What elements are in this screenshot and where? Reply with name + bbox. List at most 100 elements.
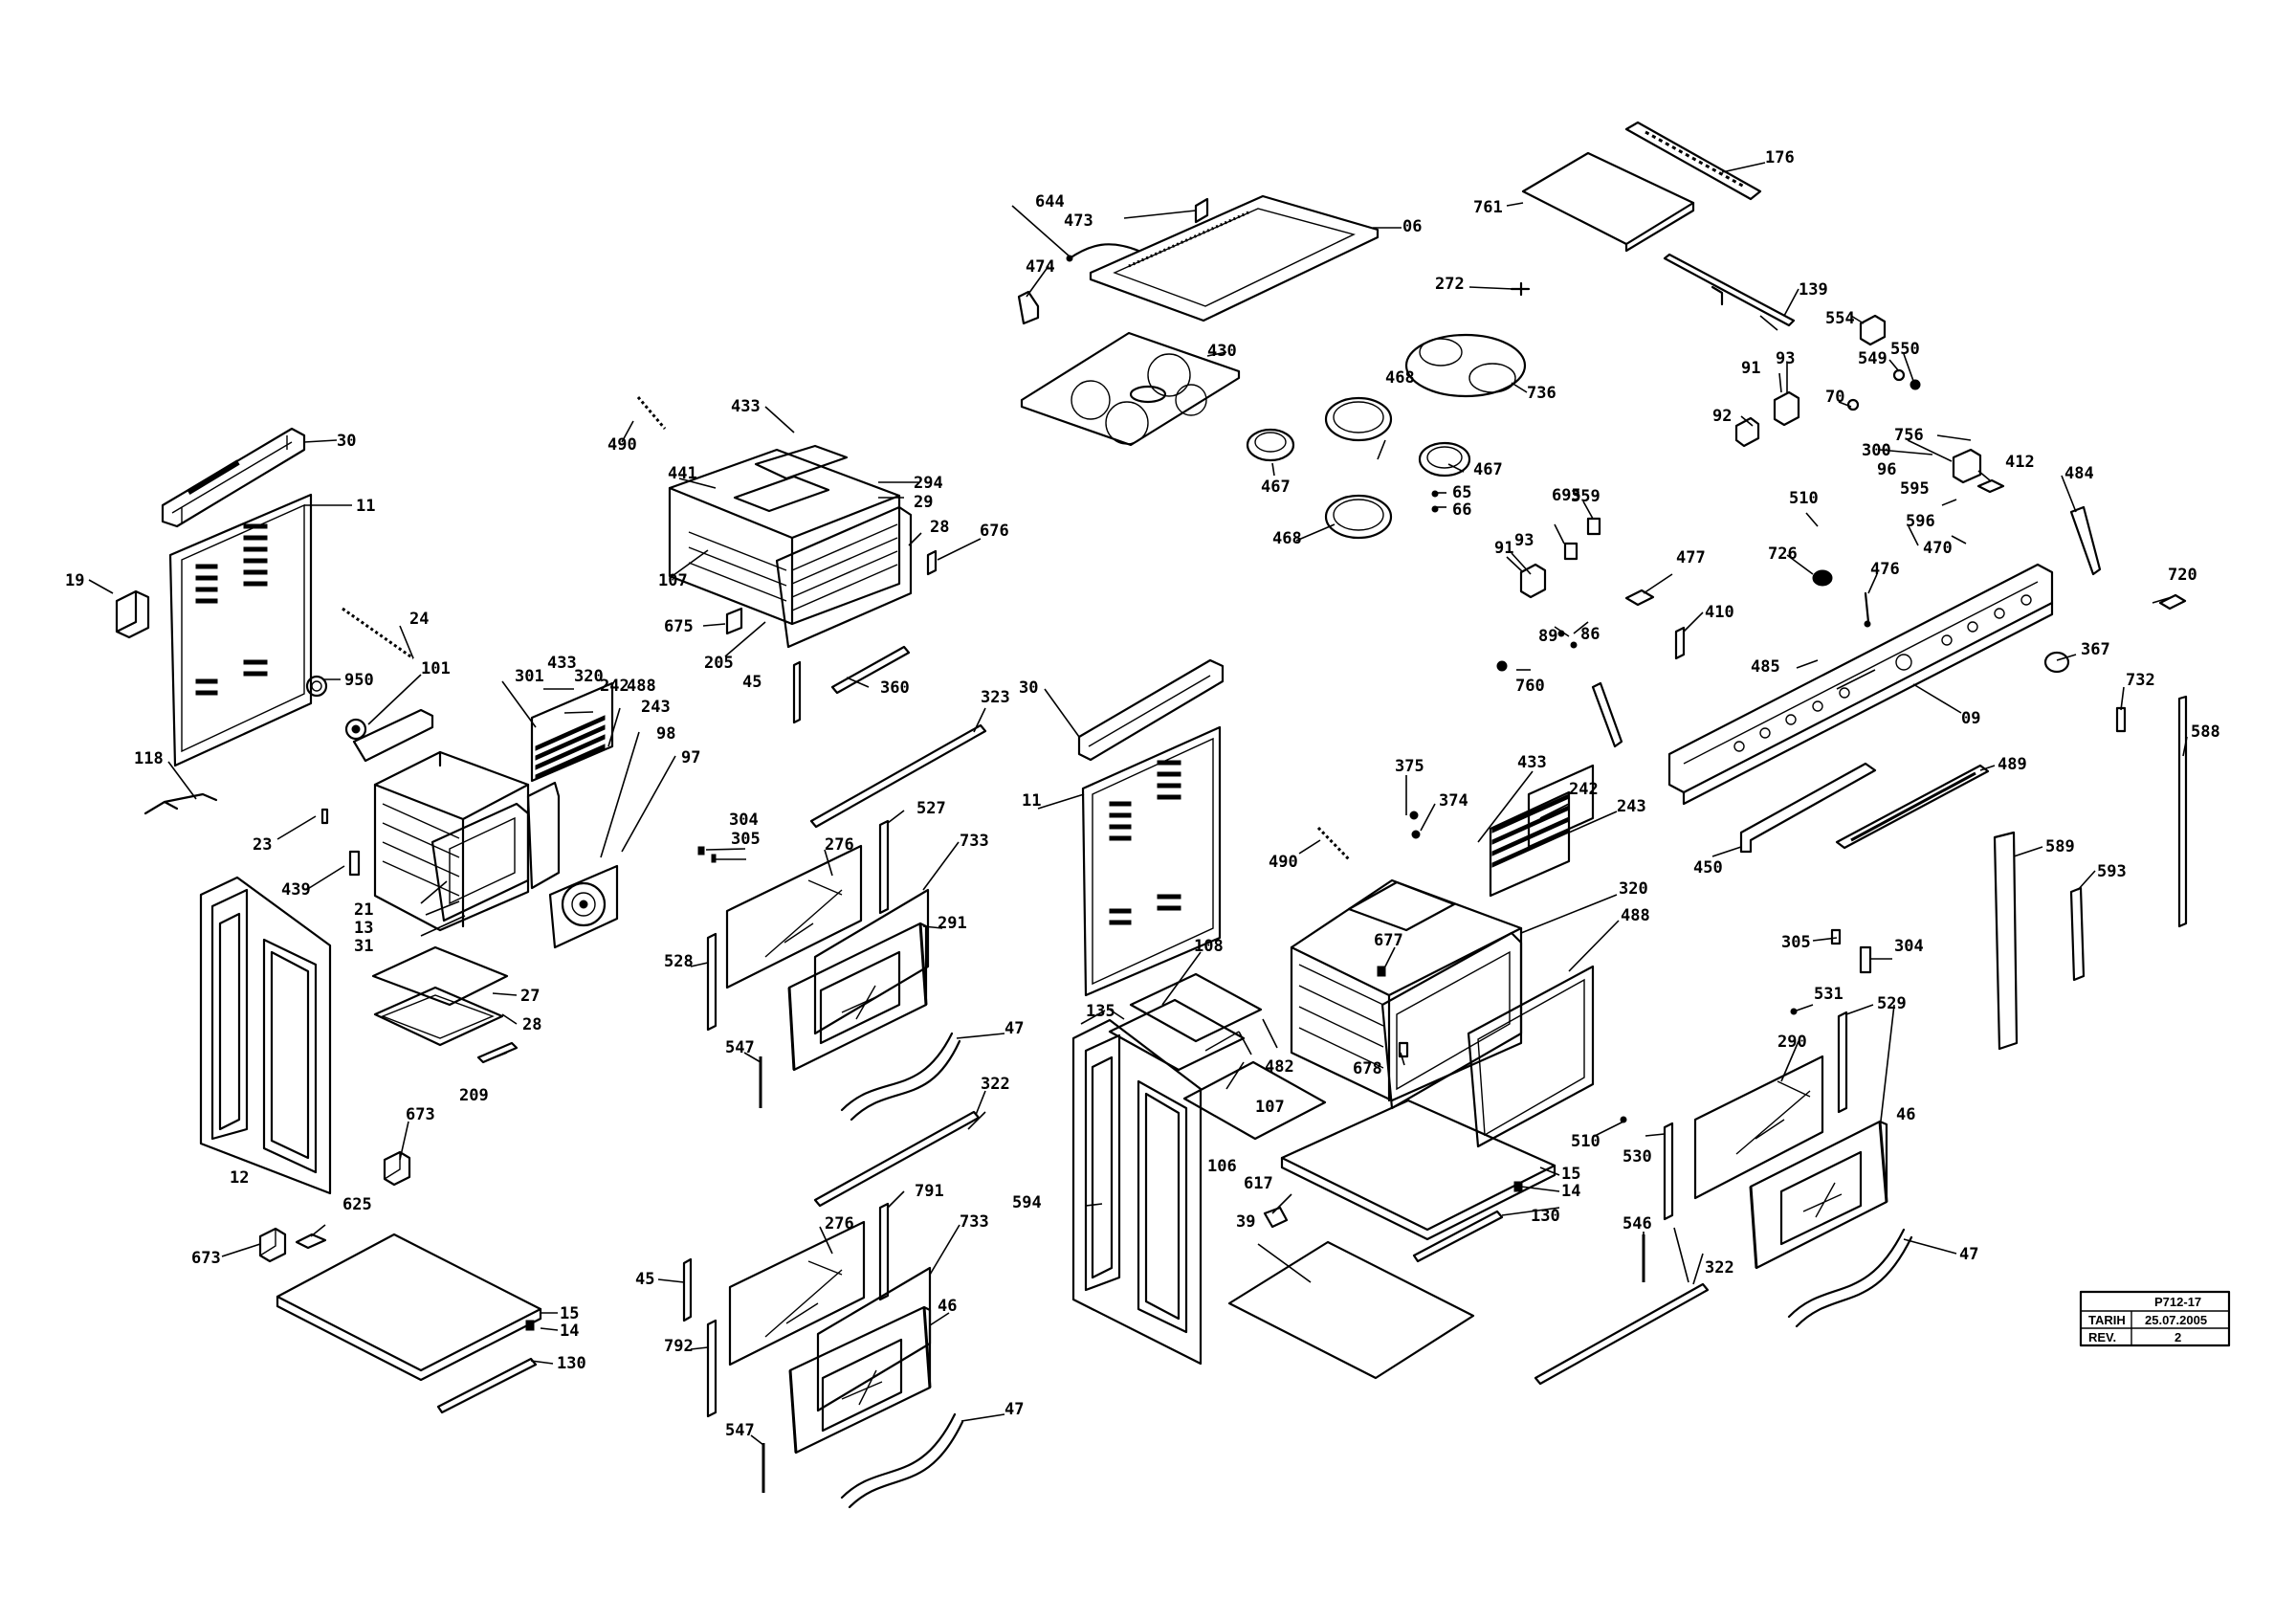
label-27: 27 [520,987,540,1006]
inner-glass-276-b [728,1220,866,1366]
part-527 [878,819,890,915]
label-130-left: 130 [557,1354,586,1373]
label-467-right: 467 [1473,460,1503,479]
control-panel-09 [1667,563,2054,806]
date-label: TARIH [2088,1313,2126,1327]
label-760: 760 [1515,677,1545,696]
part-473 [1194,197,1209,224]
label-595: 595 [1900,479,1930,499]
label-410: 410 [1705,603,1734,622]
label-549: 549 [1858,349,1888,368]
label-291: 291 [938,914,967,933]
part-531-510 [1620,1008,1798,1123]
part-474 [1017,290,1040,325]
part-92 [1734,416,1760,448]
label-588: 588 [2191,722,2220,742]
label-107-top: 107 [658,571,688,590]
label-677: 677 [1374,931,1403,950]
label-531: 531 [1814,985,1843,1004]
part-673-knob-b [258,1227,287,1263]
part-676 [926,549,938,576]
label-47-lower: 47 [1004,1400,1024,1419]
left-oven-cavity [352,708,530,932]
label-482: 482 [1265,1057,1294,1077]
part-360 [830,645,911,695]
label-673-upper: 673 [406,1105,435,1124]
part-528 [706,932,718,1032]
label-242-left: 242 [600,677,629,696]
label-47-right: 47 [1959,1245,1978,1264]
label-323: 323 [981,688,1010,707]
part-675 [725,607,743,635]
part-322-strip-b [1534,1282,1710,1386]
part-130-b [1412,1210,1504,1263]
center-side-door-594 [1071,1018,1203,1366]
label-301: 301 [515,667,544,686]
label-761: 761 [1473,198,1503,217]
part-439-clip [348,850,361,877]
part-410 [1674,626,1686,660]
burner-468-a [1324,396,1393,442]
label-550: 550 [1890,340,1920,359]
center-racks-108-107-106 [1108,972,1327,1141]
label-14-center: 14 [1561,1182,1580,1201]
label-733-upper: 733 [960,832,989,851]
label-736: 736 [1527,384,1556,403]
part-677 [1377,966,1386,977]
label-547-lower: 547 [725,1421,755,1440]
label-14-left: 14 [560,1322,579,1341]
outer-glass-733-a [813,888,930,1035]
label-488-center: 488 [1621,906,1650,925]
part-23-clip [320,808,329,825]
label-322-right: 322 [1705,1258,1734,1278]
label-45-top: 45 [742,673,762,692]
label-305-left: 305 [731,830,761,849]
valve-91-93-a [1773,390,1800,427]
bracket-593 [2069,886,2086,982]
label-13: 13 [354,919,373,938]
label-243-center: 243 [1617,797,1646,816]
left-racks-27-28 [371,945,509,1047]
label-320-left: 320 [574,667,604,686]
label-139: 139 [1799,280,1828,300]
date-value: 25.07.2005 [2145,1313,2207,1327]
label-527: 527 [916,799,946,818]
label-290: 290 [1777,1033,1807,1052]
label-732: 732 [2126,671,2155,690]
label-108: 108 [1194,937,1224,956]
label-66: 66 [1452,500,1471,520]
valve-91-93-b [1519,563,1547,599]
label-554: 554 [1825,309,1855,328]
label-101: 101 [421,659,451,678]
label-272: 272 [1435,275,1465,294]
label-792: 792 [664,1337,694,1356]
label-476: 476 [1870,560,1900,579]
cover-761 [1521,151,1695,253]
label-91-top: 91 [1741,359,1760,378]
pad-39 [1227,1240,1475,1380]
handle-47-a [840,1032,961,1122]
label-547-upper: 547 [725,1038,755,1057]
label-374: 374 [1439,791,1468,811]
burner-736 [1404,333,1527,398]
label-19: 19 [65,571,84,590]
label-305-right: 305 [1781,933,1811,952]
part-96 [1952,448,1982,484]
part-272 [1510,281,1531,297]
label-625: 625 [342,1195,372,1214]
label-322-left: 322 [981,1075,1010,1094]
label-276-upper: 276 [825,835,854,855]
label-98: 98 [656,724,675,744]
label-474: 474 [1026,257,1055,277]
part-323-strip [809,723,987,829]
label-09: 09 [1961,709,1980,728]
label-473: 473 [1064,211,1093,231]
label-106: 106 [1207,1157,1237,1176]
part-625-pad [295,1233,327,1250]
label-673-lower: 673 [191,1249,221,1268]
label-45-lower: 45 [635,1270,654,1289]
label-209: 209 [459,1086,489,1105]
label-490-left: 490 [607,435,637,455]
label-89: 89 [1538,627,1557,646]
label-470: 470 [1923,539,1953,558]
